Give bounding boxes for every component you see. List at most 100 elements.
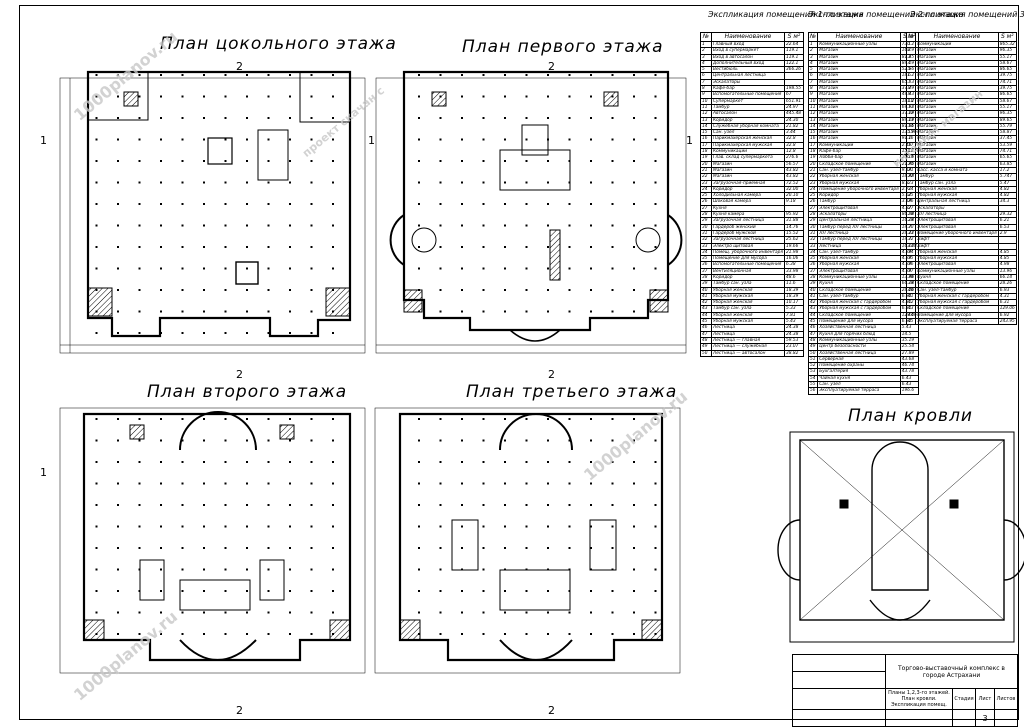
room-name: Служебная уборная комната (711, 122, 785, 131)
room-number: 9 (807, 91, 819, 99)
room-area: 6.53 (997, 223, 1017, 231)
third-floor-plan (374, 407, 681, 674)
room-area: 865.32 (997, 40, 1017, 49)
room-number: 34 (807, 248, 819, 257)
room-area: 9.18 (784, 198, 804, 206)
room-area: 43.68 (899, 355, 919, 364)
room-number: 34 (905, 248, 917, 257)
stamp-stage-header: Стадия (952, 688, 976, 710)
room-area: 196.6 (899, 387, 919, 395)
room-area: 24.38 (784, 330, 804, 338)
room-name: Помещение уборочного инвентаря (817, 185, 901, 194)
room-name: Уборная мужская с гардеробом (915, 299, 999, 307)
room-number: 4 (807, 59, 819, 68)
room-name: Уборная женская с гардеробом (915, 292, 999, 301)
room-number: 25 (905, 192, 917, 200)
room-area: 13.96 (997, 267, 1017, 276)
room-area: 6.93 (997, 286, 1017, 294)
room-number: 28 (905, 210, 917, 219)
room-number: 24 (807, 185, 819, 194)
room-area: 43.82 (784, 166, 804, 175)
room-number: 40 (905, 286, 917, 294)
room-number: 44 (905, 311, 917, 320)
room-number: 41 (807, 292, 819, 301)
svg-text:2: 2 (236, 704, 243, 717)
room-number: 53 (807, 368, 819, 376)
room-number: 19 (905, 154, 917, 162)
table-header-name: Наименование (711, 32, 785, 42)
room-number: 11 (905, 103, 917, 112)
room-number: 22 (807, 173, 819, 181)
room-area: 14.5 (899, 330, 919, 338)
room-area: 21.82 (784, 122, 804, 131)
room-area: 24.30 (784, 116, 804, 124)
room-area: 39.75 (997, 72, 1017, 80)
table-header-no: № (807, 32, 819, 42)
room-number: 13 (905, 116, 917, 124)
room-number: 42 (807, 299, 819, 307)
room-area: 11.6 (784, 280, 804, 288)
room-number: 8 (807, 85, 819, 93)
room-area: 4.82 (997, 192, 1017, 200)
table-header-name: Наименование (817, 32, 901, 42)
room-number: 49 (807, 343, 819, 351)
room-number: 48 (807, 336, 819, 345)
room-number: 52 (807, 362, 819, 370)
room-number: 11 (807, 103, 819, 112)
room-number: 27 (905, 204, 917, 213)
room-area: 243.95 (997, 318, 1017, 326)
room-number: 38 (807, 273, 819, 282)
room-number: 50 (700, 349, 712, 357)
room-name: Вспомогательные помещения (711, 261, 785, 269)
room-area: 20.10 (784, 192, 804, 200)
room-area: 129.06 (997, 305, 1017, 313)
room-area: 34.3 (997, 198, 1017, 206)
room-area: 29.32 (997, 210, 1017, 219)
room-area: 6.92 (997, 311, 1017, 320)
room-number: 32 (807, 236, 819, 244)
room-area: 198.55 (784, 85, 804, 93)
room-number: 56 (807, 387, 819, 395)
room-number: 12 (905, 110, 917, 118)
title-block: Торгово-выставочный комплекс в городе Ас… (792, 654, 1018, 727)
room-area: 95.92 (784, 210, 804, 219)
room-area: 18.39 (784, 286, 804, 294)
room-area: 39.75 (997, 85, 1017, 93)
room-area: 445.48 (784, 110, 804, 118)
room-number: 35 (905, 255, 917, 263)
table-header-area: S м² (997, 32, 1017, 42)
room-area: 6.21 (997, 217, 1017, 225)
room-number: 23 (807, 179, 819, 187)
stamp-project: Торгово-выставочный комплекс в городе Ас… (885, 654, 1018, 689)
room-area: 15.52 (784, 229, 804, 238)
stamp-sheet-header: Лист (975, 688, 995, 710)
section-markers: 2 2 1 1 1 2 2 1 2 2 (40, 60, 693, 717)
